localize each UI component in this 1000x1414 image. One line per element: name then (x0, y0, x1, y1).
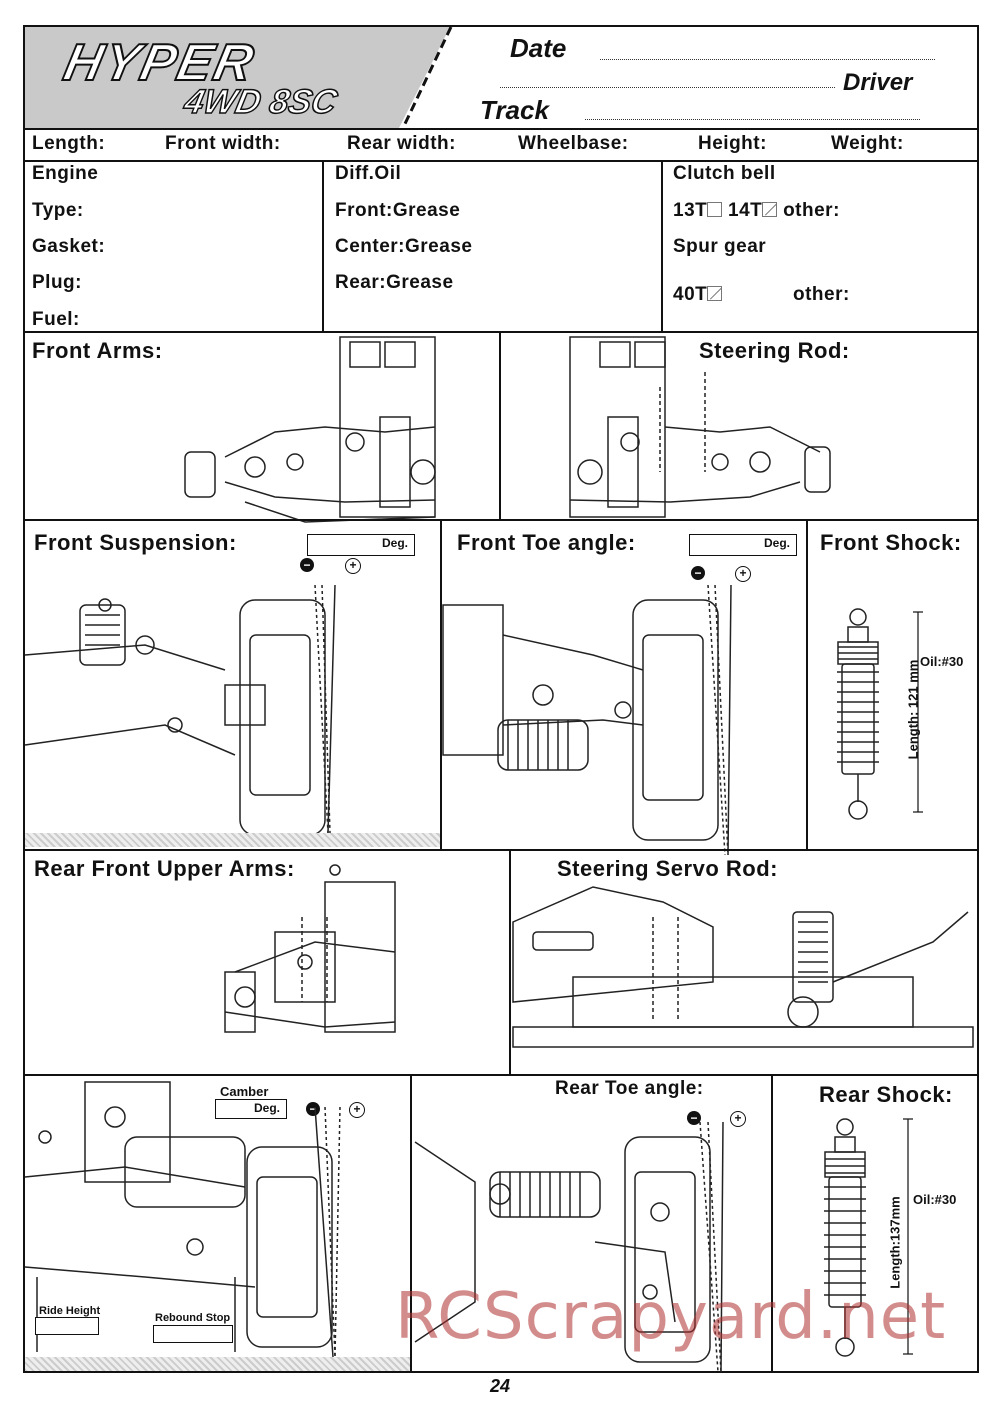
date-field[interactable] (600, 59, 935, 60)
rear-toe-drawing (414, 1121, 724, 1373)
driver-field[interactable] (500, 87, 835, 88)
track-label: Track (480, 95, 549, 125)
divider (25, 1074, 979, 1076)
weight-label: Weight: (831, 133, 904, 154)
divider (661, 160, 663, 331)
engine-fuel: Fuel: (32, 309, 80, 330)
divider (509, 849, 511, 1074)
front-shock-length: Length: 121 mm (905, 659, 921, 760)
spur-options: 40T (673, 284, 723, 306)
track-field[interactable] (585, 119, 920, 120)
diff-rear: Rear:Grease (335, 272, 454, 293)
date-label: Date (510, 33, 567, 63)
rear-upper-arms-drawing (224, 864, 396, 1033)
rear-shock-length-arrow (903, 1118, 913, 1355)
ride-height-field[interactable] (35, 1317, 99, 1335)
minus-icon: − (300, 558, 314, 572)
front-shock-drawing (837, 608, 879, 820)
ride-height-label: Ride Height (39, 1305, 101, 1317)
rebound-stop-label: Rebound Stop (155, 1312, 231, 1324)
option-14t-checkbox[interactable] (762, 202, 778, 217)
rebound-stop-field[interactable] (153, 1325, 233, 1343)
ground (25, 833, 440, 847)
plus-icon: + (349, 1102, 365, 1118)
camber-label: Camber (220, 1084, 269, 1099)
other-label: other: (793, 284, 850, 305)
front-shock-oil: Oil:#30 (920, 654, 964, 669)
banner-divider (399, 26, 459, 129)
divider (806, 519, 808, 849)
diff-title: Diff.Oil (335, 163, 402, 184)
front-suspension-deg-box[interactable]: Deg. (307, 534, 415, 556)
plus-icon: + (345, 558, 361, 574)
engine-type: Type: (32, 200, 84, 221)
rear-shock-drawing (824, 1118, 866, 1357)
camber-deg-box[interactable]: Deg. (215, 1099, 287, 1119)
clutch-options: 13T 14T other: (673, 200, 840, 222)
diff-front: Front:Grease (335, 200, 461, 221)
rear-camber-drawing (24, 1081, 341, 1358)
rear-upper-arms-title: Rear Front Upper Arms: (34, 856, 295, 881)
plus-icon: + (735, 566, 751, 582)
front-toe-drawing (442, 584, 732, 856)
steering-rod-drawing (569, 336, 831, 518)
divider (440, 519, 442, 849)
setup-sheet: HYPER 4WD 8SC Date Driver Track Length: … (23, 25, 979, 1373)
other-label: other: (783, 200, 840, 221)
wheelbase-label: Wheelbase: (518, 133, 629, 154)
minus-icon: − (306, 1102, 320, 1116)
option-14t-label: 14T (728, 200, 763, 221)
length-label: Length: (32, 133, 106, 154)
front-toe-deg-box[interactable]: Deg. (689, 534, 797, 556)
clutch-title: Clutch bell (673, 163, 776, 184)
front-arms-drawing (184, 336, 436, 523)
logo-banner (25, 27, 450, 128)
front-shock-length-arrow (913, 611, 923, 813)
engine-gasket: Gasket: (32, 236, 106, 257)
divider (322, 160, 324, 331)
steering-rod-title: Steering Rod: (699, 338, 850, 363)
divider (25, 331, 979, 333)
divider (25, 849, 979, 851)
divider (499, 331, 501, 519)
spur-title: Spur gear (673, 236, 767, 257)
option-40t-checkbox[interactable] (707, 286, 723, 301)
rear-shock-oil: Oil:#30 (913, 1192, 957, 1207)
steering-servo-rod-drawing (512, 886, 974, 1048)
logo-sub-text: 4WD 8SC (180, 82, 341, 122)
plus-icon: + (730, 1111, 746, 1127)
divider (771, 1074, 773, 1372)
diff-center: Center:Grease (335, 236, 473, 257)
rear-width-label: Rear width: (347, 133, 456, 154)
front-width-label: Front width: (165, 133, 281, 154)
front-arms-title: Front Arms: (32, 338, 163, 363)
rear-shock-title: Rear Shock: (819, 1082, 953, 1107)
option-13t-label: 13T (673, 200, 708, 221)
rear-toe-title: Rear Toe angle: (555, 1078, 704, 1099)
divider (410, 1074, 412, 1372)
front-shock-title: Front Shock: (820, 530, 962, 555)
watermark: RCScrapyard.net (395, 1280, 947, 1354)
divider (25, 519, 979, 521)
minus-icon: − (687, 1111, 701, 1125)
height-label: Height: (698, 133, 767, 154)
logo: HYPER 4WD 8SC (58, 33, 365, 123)
front-suspension-title: Front Suspension: (34, 530, 237, 555)
steering-servo-rod-title: Steering Servo Rod: (557, 856, 778, 881)
option-13t-checkbox[interactable] (707, 202, 723, 217)
driver-label: Driver (843, 69, 913, 96)
front-suspension-drawing (24, 584, 336, 836)
divider (25, 160, 979, 162)
minus-icon: − (691, 566, 705, 580)
page-number: 24 (489, 1376, 511, 1396)
engine-title: Engine (32, 163, 99, 184)
engine-plug: Plug: (32, 272, 82, 293)
ground (25, 1357, 410, 1371)
divider (25, 128, 979, 130)
option-40t-label: 40T (673, 284, 708, 305)
front-toe-title: Front Toe angle: (457, 530, 636, 555)
